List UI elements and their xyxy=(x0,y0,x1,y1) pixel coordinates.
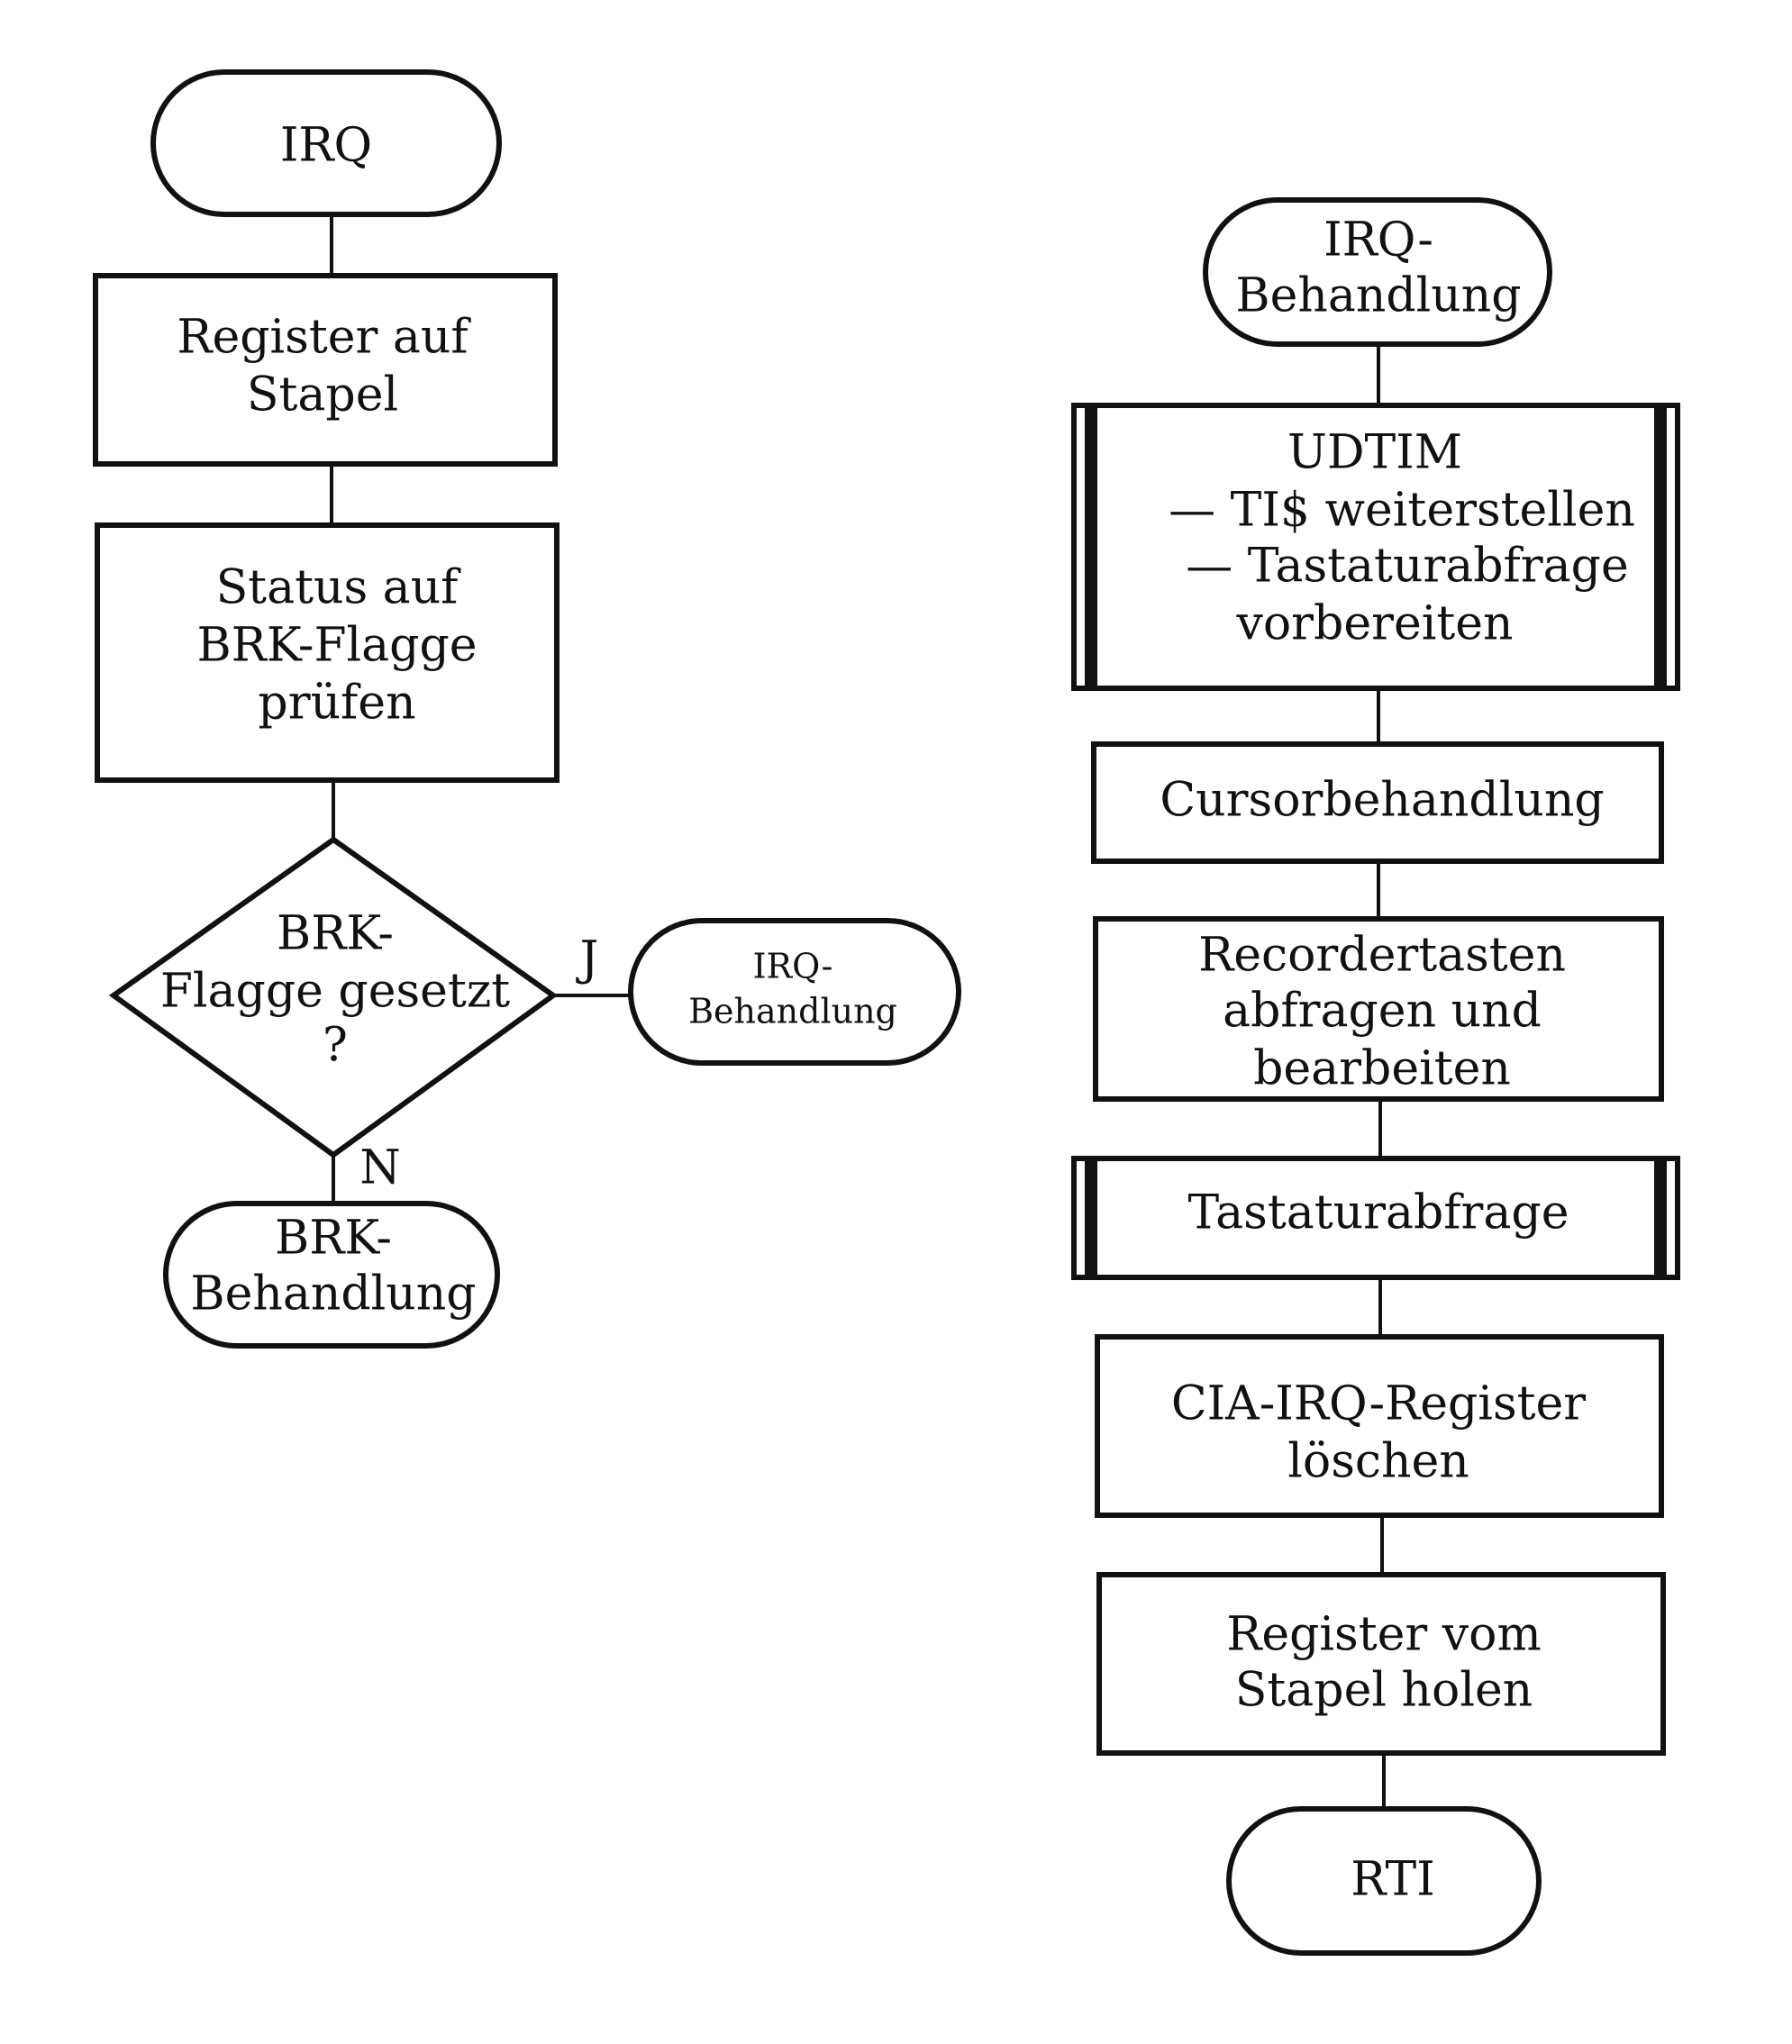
irq-handling-yes-line-2: Behandlung xyxy=(688,992,897,1031)
cia-clear-line-1: CIA-IRQ-Register xyxy=(1171,1377,1586,1431)
subroutine-udtim: UDTIM — TI$ weiterstellen — Tastaturabfr… xyxy=(1071,403,1680,691)
process-clear-cia-irq: CIA-IRQ-Register löschen xyxy=(1095,1334,1664,1518)
branch-label-no: N xyxy=(359,1141,401,1195)
decision-line-1: BRK- xyxy=(277,907,394,961)
irq-handling-start-line-1: IRQ- xyxy=(1324,213,1433,268)
terminal-irq-handling-start: IRQ- Behandlung xyxy=(1203,197,1552,347)
terminal-irq-handling-yes: IRQ- Behandlung xyxy=(628,918,961,1066)
keyboard-query-label: Tastaturabfrage xyxy=(1188,1186,1569,1240)
pull-registers-line-1: Register vom xyxy=(1226,1608,1542,1662)
terminal-rti: RTI xyxy=(1226,1806,1542,1956)
cursor-handling-label: Cursorbehandlung xyxy=(1160,774,1604,828)
decision-line-3: ? xyxy=(323,1019,348,1073)
process-check-status: Status auf BRK-Flagge prüfen xyxy=(95,522,559,783)
pull-registers-line-2: Stapel holen xyxy=(1235,1664,1533,1718)
terminal-irq-start-label: IRQ xyxy=(280,119,372,173)
process-recorder-keys: Recordertasten abfragen und bearbeiten xyxy=(1093,916,1664,1102)
keyboard-right-double-bar xyxy=(1654,1158,1667,1277)
terminal-brk-handling: BRK- Behandlung xyxy=(163,1201,500,1349)
check-status-line-2: BRK-Flagge xyxy=(196,619,477,673)
udtim-line-3: — Tastaturabfrage xyxy=(1186,540,1628,594)
udtim-line-4: vorbereiten xyxy=(1235,597,1513,651)
check-status-line-1: Status auf xyxy=(216,561,462,615)
decision-line-2: Flagge gesetzt xyxy=(160,965,510,1019)
push-registers-line-2: Stapel xyxy=(247,368,398,422)
udtim-left-double-bar xyxy=(1085,405,1097,688)
recorder-line-3: bearbeiten xyxy=(1253,1042,1511,1096)
process-push-registers: Register auf Stapel xyxy=(93,273,558,467)
push-registers-line-1: Register auf xyxy=(177,311,471,365)
process-cursor-handling: Cursorbehandlung xyxy=(1091,741,1664,864)
terminal-irq-start: IRQ xyxy=(150,69,502,217)
irq-handling-yes-line-1: IRQ- xyxy=(752,947,832,986)
terminal-rti-label: RTI xyxy=(1351,1853,1434,1907)
keyboard-left-double-bar xyxy=(1085,1158,1097,1277)
udtim-line-2: — TI$ weiterstellen xyxy=(1169,484,1635,538)
udtim-right-double-bar xyxy=(1654,405,1667,688)
brk-handling-line-1: BRK- xyxy=(275,1212,392,1266)
cia-clear-line-2: löschen xyxy=(1287,1435,1469,1489)
irq-handling-start-line-2: Behandlung xyxy=(1235,269,1521,323)
check-status-line-3: prüfen xyxy=(258,677,415,731)
decision-brk-flag-set: BRK- Flagge gesetzt ? xyxy=(108,836,559,1158)
udtim-line-1: UDTIM xyxy=(1287,426,1462,480)
subroutine-keyboard-query: Tastaturabfrage xyxy=(1071,1156,1680,1280)
brk-handling-line-2: Behandlung xyxy=(190,1267,476,1322)
recorder-line-2: abfragen und xyxy=(1223,985,1542,1039)
process-pull-registers: Register vom Stapel holen xyxy=(1096,1572,1666,1756)
recorder-line-1: Recordertasten xyxy=(1198,929,1566,983)
branch-label-yes: J xyxy=(576,932,599,986)
